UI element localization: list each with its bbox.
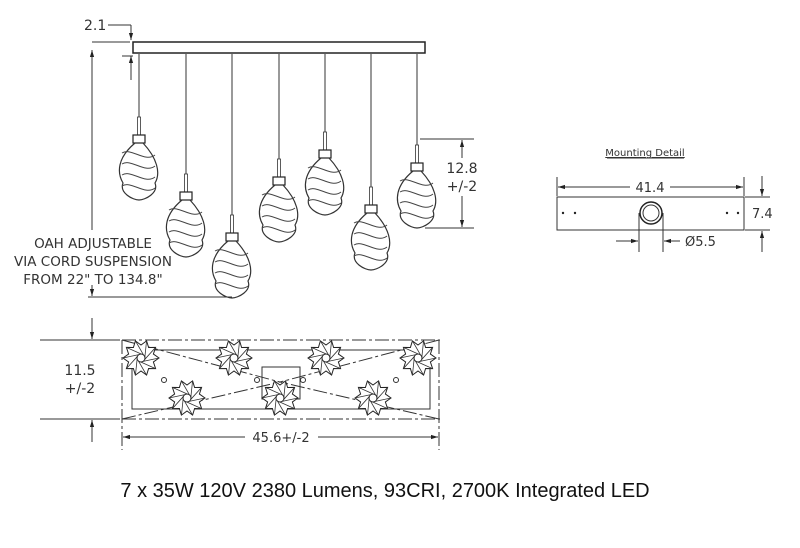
pendant xyxy=(304,54,345,216)
mounting-diameter-label: Ø5.5 xyxy=(685,235,716,250)
pendant xyxy=(258,54,299,243)
pendant-shades-top xyxy=(122,340,437,416)
pendant xyxy=(396,54,437,229)
pendants xyxy=(118,54,437,299)
swirl-glass-shade xyxy=(396,170,437,229)
pendant xyxy=(118,54,159,201)
mounting-height-label: 7.4 xyxy=(752,207,773,222)
mounting-detail: Mounting Detail 41.4 7.4 Ø5.5 xyxy=(556,148,773,252)
shade-top-view xyxy=(307,340,345,376)
front-view: 2.1 OAH ADJUSTABLE VIA CORD SUSPENSION F… xyxy=(14,18,478,299)
pendant xyxy=(350,54,391,271)
canopy-height-label: 2.1 xyxy=(84,18,106,34)
mounting-width-label: 41.4 xyxy=(636,181,665,196)
shade-top-view xyxy=(215,340,253,376)
specifications-caption: 7 x 35W 120V 2380 Lumens, 93CRI, 2700K I… xyxy=(120,480,650,502)
oah-note-line-3: FROM 22" TO 134.8" xyxy=(23,272,162,288)
swirl-glass-shade xyxy=(304,157,345,216)
shade-top-view xyxy=(168,380,206,416)
swirl-glass-shade xyxy=(350,212,391,271)
oah-note-line-2: VIA CORD SUSPENSION xyxy=(14,254,172,270)
swirl-glass-shade xyxy=(165,199,206,258)
shade-top-view xyxy=(261,380,299,416)
mounting-plate xyxy=(556,196,745,231)
swirl-glass-shade xyxy=(118,142,159,201)
oah-note-line-1: OAH ADJUSTABLE xyxy=(34,236,152,252)
shade-top-view xyxy=(399,340,437,376)
swirl-glass-shade xyxy=(258,184,299,243)
length-label: 45.6+/-2 xyxy=(252,431,309,446)
mounting-detail-title: Mounting Detail xyxy=(605,148,684,159)
depth-label: 11.5 xyxy=(64,363,95,379)
top-view: 11.5 +/-2 45.6+/-2 xyxy=(40,318,440,450)
pendant xyxy=(211,54,252,299)
shade-top-view xyxy=(354,380,392,416)
swirl-glass-shade xyxy=(211,240,252,299)
shade-top-view xyxy=(122,340,160,376)
shade-height-tolerance: +/-2 xyxy=(447,179,477,195)
shade-height-label: 12.8 xyxy=(446,161,477,177)
depth-tolerance: +/-2 xyxy=(65,381,95,397)
canopy xyxy=(132,41,426,54)
pendant xyxy=(165,54,206,258)
